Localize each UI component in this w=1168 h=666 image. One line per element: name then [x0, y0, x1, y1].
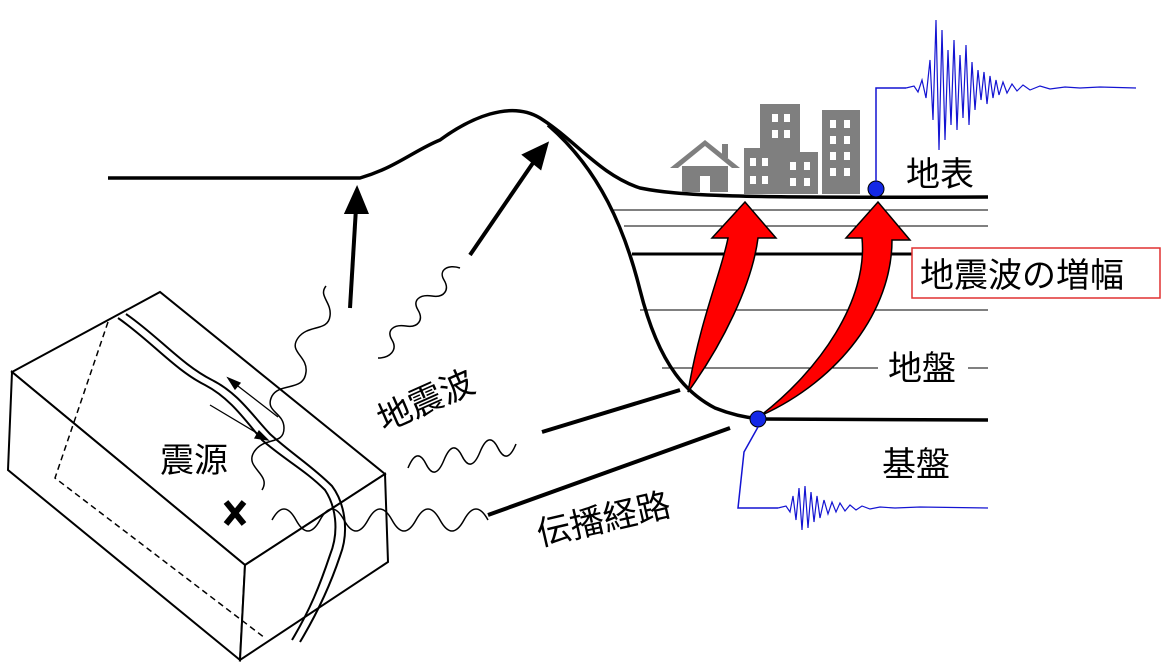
amplification-label-box	[911, 247, 1161, 299]
seismic-wave-label: 地震波	[371, 362, 480, 440]
amplification-label: 地震波の増幅	[920, 256, 1124, 296]
surface-label: 地表	[906, 155, 974, 195]
source-label: 震源	[160, 441, 228, 481]
bedrock-observation-point	[749, 410, 767, 428]
seismic-wave-lines	[251, 266, 517, 532]
ground-surface-profile	[108, 108, 989, 199]
fault-block	[6, 290, 390, 663]
building-icon	[744, 104, 860, 194]
amplification-arrow-right	[759, 200, 912, 417]
amplification-arrow-left	[687, 200, 778, 393]
building-windows	[750, 114, 850, 186]
ground-label: 地盤	[888, 349, 956, 389]
surface-waveform	[905, 19, 1137, 151]
propagation-arrows	[343, 141, 731, 517]
x-mark-icon	[223, 500, 247, 526]
fault-slip-arrows	[209, 376, 279, 441]
bedrock-boundary	[546, 123, 989, 422]
fault-crack	[117, 313, 347, 643]
propagation-path-label: 伝播経路	[533, 485, 675, 555]
bedrock-waveform	[777, 485, 989, 531]
bedrock-label: 基盤	[882, 445, 950, 485]
surface-observation-point	[867, 180, 885, 198]
amplification-arrows	[687, 200, 912, 417]
waveform-connectors	[737, 87, 906, 509]
house-icon	[670, 140, 740, 192]
